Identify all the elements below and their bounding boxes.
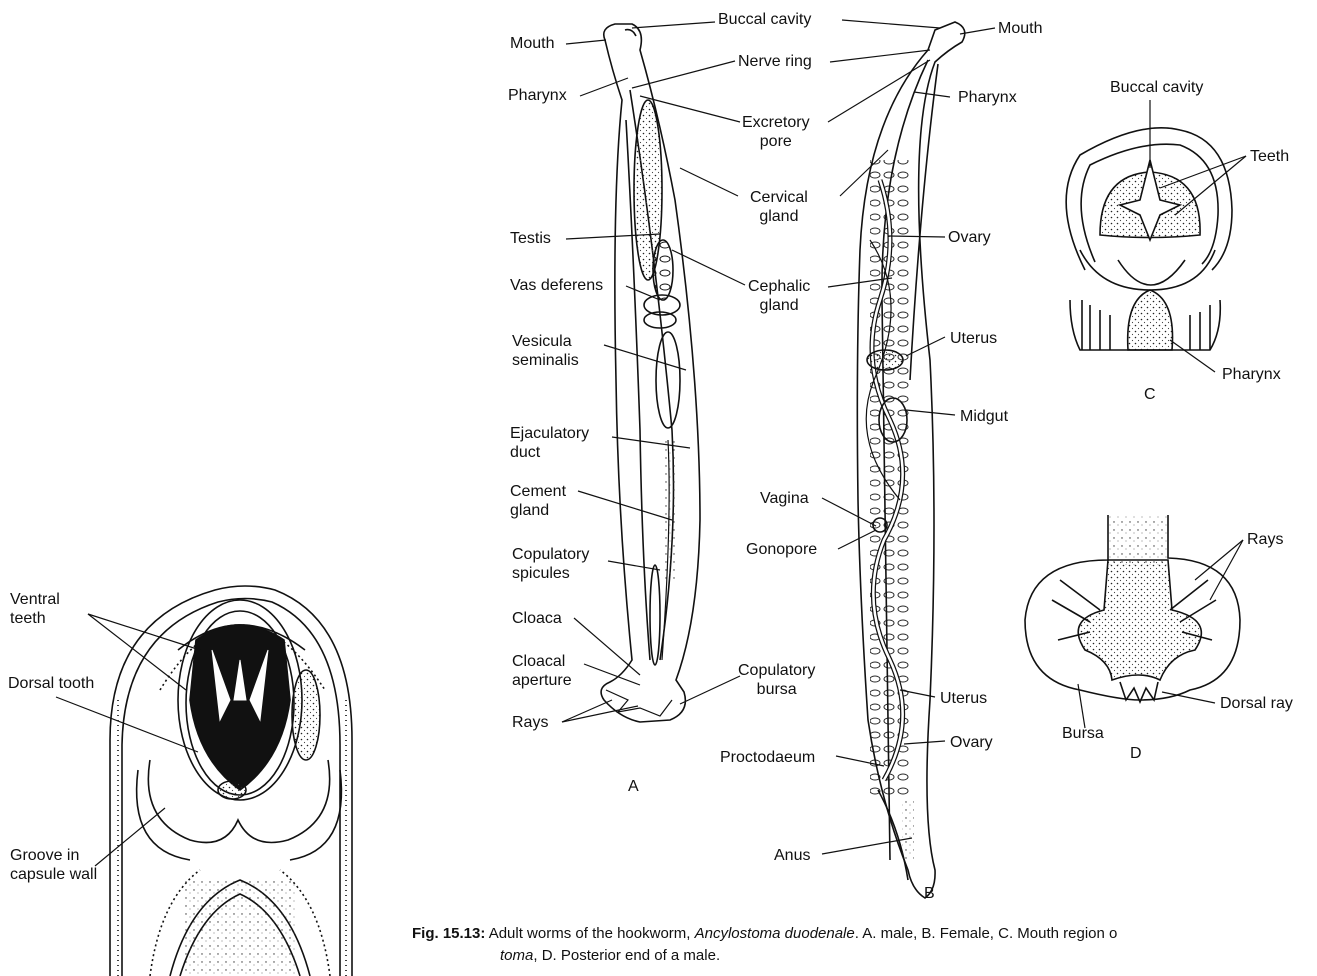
caption-text-d: , D. Posterior end of a male. bbox=[533, 947, 720, 964]
nerve-ring-label: Nerve ring bbox=[738, 52, 812, 71]
cloacal-aperture-label: Cloacal aperture bbox=[512, 652, 572, 690]
caption-text-a: Adult worms of the hookworm, bbox=[489, 925, 695, 942]
caption-species: Ancylostoma duodenale bbox=[695, 925, 855, 942]
caption-genus-fragment: toma bbox=[500, 947, 533, 964]
female-pharynx-label: Pharynx bbox=[958, 88, 1017, 107]
male-pharynx-label: Pharynx bbox=[508, 86, 567, 105]
male-rays-label: Rays bbox=[512, 713, 548, 732]
vesicula-label: Vesicula seminalis bbox=[512, 332, 579, 370]
d-rays-label: Rays bbox=[1247, 530, 1283, 549]
midgut-label: Midgut bbox=[960, 407, 1008, 426]
cervical-gland-label: Cervical gland bbox=[750, 188, 808, 226]
ventral-teeth-label: Ventral teeth bbox=[10, 590, 60, 628]
testis-label: Testis bbox=[510, 229, 551, 248]
c-buccal-cavity-label: Buccal cavity bbox=[1110, 78, 1203, 97]
spicules-label: Copulatory spicules bbox=[512, 545, 589, 583]
ovary-top-label: Ovary bbox=[948, 228, 991, 247]
panel-b-letter: B bbox=[924, 884, 935, 903]
caption-text-b: . A. male, B. Female, C. Mouth region o bbox=[855, 925, 1118, 942]
d-dorsal-ray-label: Dorsal ray bbox=[1220, 694, 1293, 713]
uterus-bottom-label: Uterus bbox=[940, 689, 987, 708]
panel-c-letter: C bbox=[1144, 385, 1156, 404]
excretory-pore-label: Excretory pore bbox=[742, 113, 810, 151]
female-mouth-label: Mouth bbox=[998, 19, 1042, 38]
vagina-label: Vagina bbox=[760, 489, 809, 508]
copulatory-bursa-label: Copulatory bursa bbox=[738, 661, 815, 699]
mouth-capsule-detail bbox=[110, 586, 352, 976]
ovary-bottom-label: Ovary bbox=[950, 733, 993, 752]
panel-a-letter: A bbox=[628, 777, 639, 796]
c-pharynx-label: Pharynx bbox=[1222, 365, 1281, 384]
anus-label: Anus bbox=[774, 846, 810, 865]
groove-label: Groove in capsule wall bbox=[10, 846, 97, 884]
vas-deferens-label: Vas deferens bbox=[510, 276, 603, 295]
posterior-end-drawing bbox=[1025, 515, 1240, 702]
dorsal-tooth-label: Dorsal tooth bbox=[8, 674, 94, 693]
male-mouth-label: Mouth bbox=[510, 34, 554, 53]
c-teeth-label: Teeth bbox=[1250, 147, 1289, 166]
cement-label: Cement gland bbox=[510, 482, 566, 520]
ejaculatory-label: Ejaculatory duct bbox=[510, 424, 589, 462]
panel-d-letter: D bbox=[1130, 744, 1142, 763]
cephalic-gland-label: Cephalic gland bbox=[748, 277, 810, 315]
left-leader-lines bbox=[56, 614, 200, 866]
uterus-top-label: Uterus bbox=[950, 329, 997, 348]
male-worm-body bbox=[601, 24, 700, 722]
buccal-cavity-label: Buccal cavity bbox=[718, 10, 811, 29]
figure-caption-line2: toma, D. Posterior end of a male. bbox=[500, 946, 720, 966]
d-bursa-label: Bursa bbox=[1062, 724, 1104, 743]
figure-caption-line1: Fig. 15.13: Adult worms of the hookworm,… bbox=[412, 924, 1117, 944]
proctodaeum-label: Proctodaeum bbox=[720, 748, 815, 767]
gonopore-label: Gonopore bbox=[746, 540, 817, 559]
cloaca-label: Cloaca bbox=[512, 609, 562, 628]
mouth-region-drawing bbox=[1066, 128, 1232, 350]
female-worm-body bbox=[857, 22, 964, 898]
caption-number: Fig. 15.13: bbox=[412, 925, 485, 942]
